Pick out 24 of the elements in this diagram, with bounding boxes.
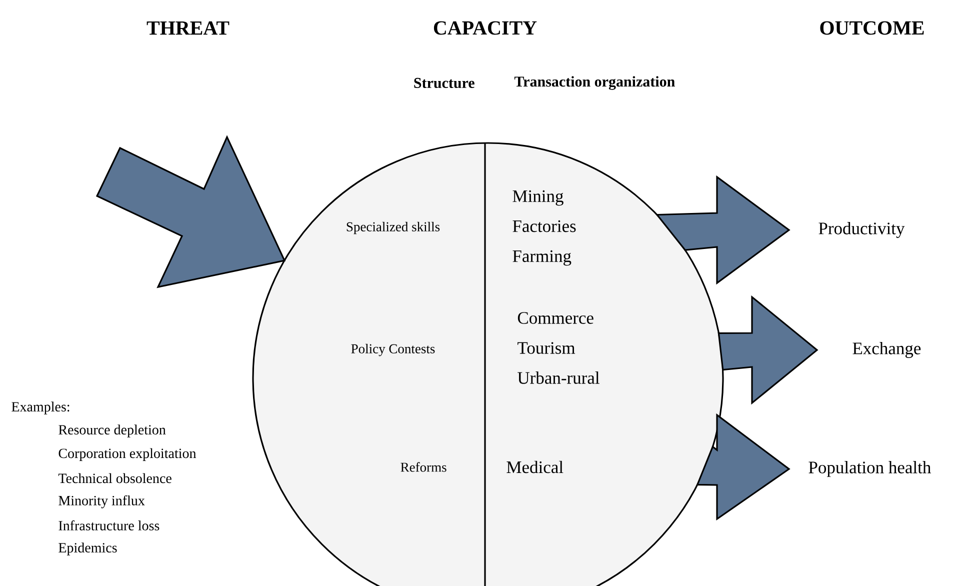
capacity-text: Commerce Tourism Urban-rural <box>518 312 600 384</box>
section-heading: CAPACITY <box>434 21 537 35</box>
block-arrow <box>96 135 286 288</box>
capacity-text: Mining Factories Farming <box>512 190 576 266</box>
capacity-circle <box>252 76 724 586</box>
column-heading: Structure <box>414 78 474 88</box>
capacity-text: Policy Contests <box>351 344 435 356</box>
example-item: Resource depletion <box>58 424 166 438</box>
examples-heading: Examples: <box>12 402 70 414</box>
column-heading: Transaction organization <box>514 76 675 90</box>
example-item: Infrastructure loss <box>58 520 160 530</box>
example-item: Corporation exploitation <box>58 448 196 461</box>
section-heading: OUTCOME <box>820 21 924 35</box>
outcome-label: Exchange <box>852 342 921 358</box>
example-item: Epidemics <box>58 542 117 556</box>
capacity-text: Reforms <box>400 462 446 472</box>
outcome-label: Population health <box>808 461 931 477</box>
example-item: Minority influx <box>58 495 145 508</box>
section-heading: THREAT <box>146 21 230 35</box>
block-arrow <box>718 295 818 405</box>
capacity-text: Specialized skills <box>346 222 440 234</box>
capacity-text: Medical <box>506 460 564 474</box>
outcome-label: Productivity <box>818 222 905 238</box>
example-item: Technical obsolence <box>58 473 172 484</box>
